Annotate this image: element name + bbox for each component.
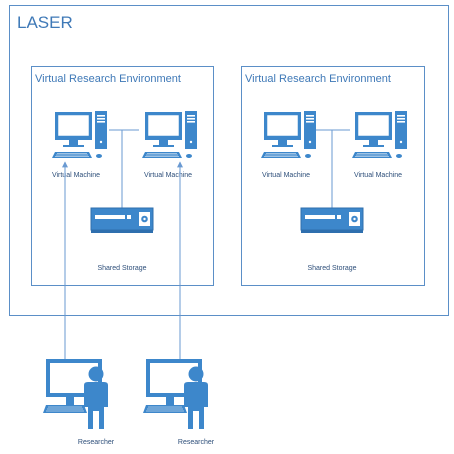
virtual-machine-label: Virtual Machine [144, 172, 192, 179]
researcher-icon [42, 358, 109, 430]
virtual-machine-icon [351, 110, 408, 159]
virtual-machine-label: Virtual Machine [52, 172, 100, 179]
shared-storage-icon [90, 207, 154, 234]
virtual-machine-icon [260, 110, 317, 159]
vre-frame [241, 66, 425, 286]
virtual-machine-label: Virtual Machine [262, 172, 310, 179]
laser-frame [9, 5, 449, 316]
virtual-machine-icon [51, 110, 108, 159]
vre-title: Virtual Research Environment [35, 73, 181, 85]
researcher-label: Researcher [78, 439, 115, 446]
virtual-machine-label: Virtual Machine [354, 172, 402, 179]
shared-storage-label: Shared Storage [97, 265, 146, 272]
laser-title: LASER [17, 13, 73, 32]
virtual-research-environment-1: Virtual Research Environment Virtual Mac… [31, 66, 214, 286]
researcher-icon [142, 358, 209, 430]
shared-storage-label: Shared Storage [307, 265, 356, 272]
shared-storage-icon [300, 207, 364, 234]
researcher-label: Researcher [178, 439, 215, 446]
vre-title: Virtual Research Environment [245, 73, 391, 85]
vre-frame [31, 66, 214, 286]
virtual-machine-icon [141, 110, 198, 159]
virtual-research-environment-2: Virtual Research Environment Virtual Mac… [241, 66, 425, 286]
